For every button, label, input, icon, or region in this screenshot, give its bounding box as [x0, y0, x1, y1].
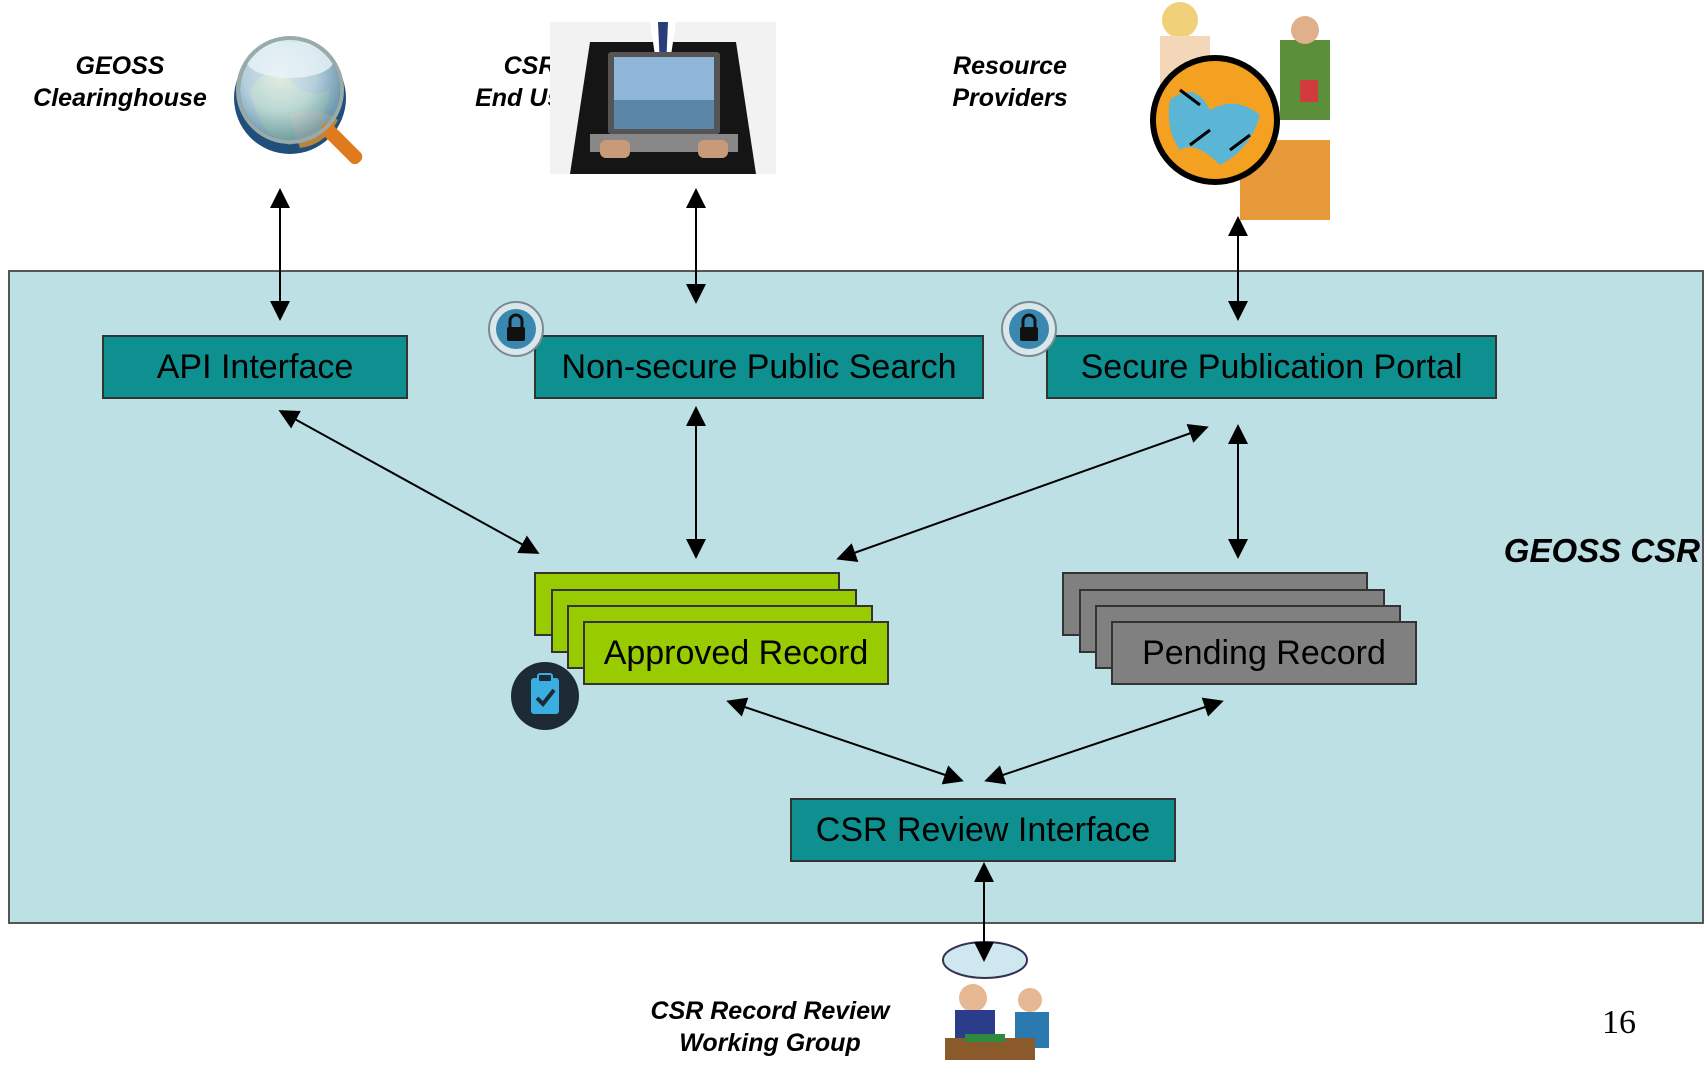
geoss-csr-title: GEOSS CSR [1503, 532, 1700, 569]
pending-record-box[interactable]: Pending Record [1111, 621, 1417, 685]
publication-portal-box[interactable]: Secure Publication Portal [1046, 335, 1497, 399]
approved-record-box[interactable]: Approved Record [583, 621, 889, 685]
arrow-pending-review [984, 697, 1224, 785]
page-number: 16 [1602, 1004, 1636, 1041]
review-group-label: CSR Record Review Working Group [650, 997, 890, 1057]
review-interface-box[interactable]: CSR Review Interface [790, 798, 1176, 862]
globe-workers-icon [1150, 2, 1330, 220]
arrow-approved-review [726, 697, 964, 785]
arrow-api-approved [278, 410, 540, 554]
laptop-user-icon [550, 22, 776, 174]
api-interface-box[interactable]: API Interface [102, 335, 408, 399]
magnifier-globe-icon [234, 36, 363, 165]
lock-icon [488, 301, 544, 357]
clearinghouse-label: GEOSS Clearinghouse [33, 52, 207, 112]
providers-label: Resource Providers [952, 52, 1068, 112]
clipboard-check-icon [511, 662, 579, 730]
lock-icon [1001, 301, 1057, 357]
public-search-box[interactable]: Non-secure Public Search [534, 335, 984, 399]
arrow-portal-approved [836, 423, 1209, 563]
